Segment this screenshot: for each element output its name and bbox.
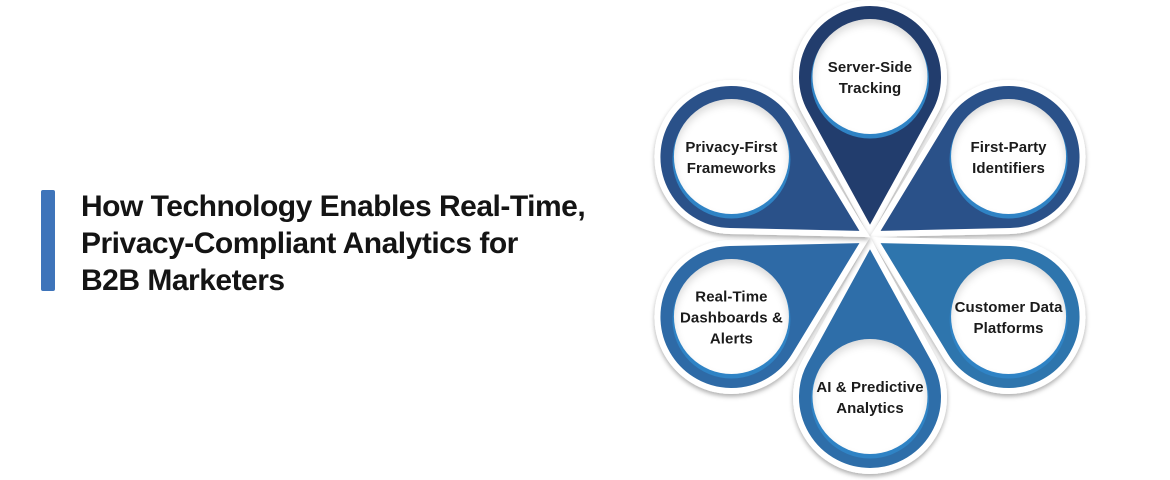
petal-disc-customer-data-platforms	[951, 259, 1067, 374]
petal-disc-first-party-identifiers	[951, 99, 1067, 214]
title-block: How Technology Enables Real-Time, Privac…	[41, 188, 586, 299]
page-title: How Technology Enables Real-Time, Privac…	[81, 188, 586, 299]
petal-disc-ai-predictive-analytics	[812, 339, 928, 454]
page-title-line-3: B2B Marketers	[81, 264, 285, 297]
page-title-line-1: How Technology Enables Real-Time,	[81, 190, 586, 223]
petal-disc-server-side-tracking	[812, 19, 928, 134]
petal-disc-real-time-dashboards-alerts	[673, 259, 789, 374]
petal-disc-privacy-first-frameworks	[673, 99, 789, 214]
page-title-line-2: Privacy-Compliant Analytics for	[81, 227, 518, 260]
title-accent-bar	[41, 190, 55, 291]
